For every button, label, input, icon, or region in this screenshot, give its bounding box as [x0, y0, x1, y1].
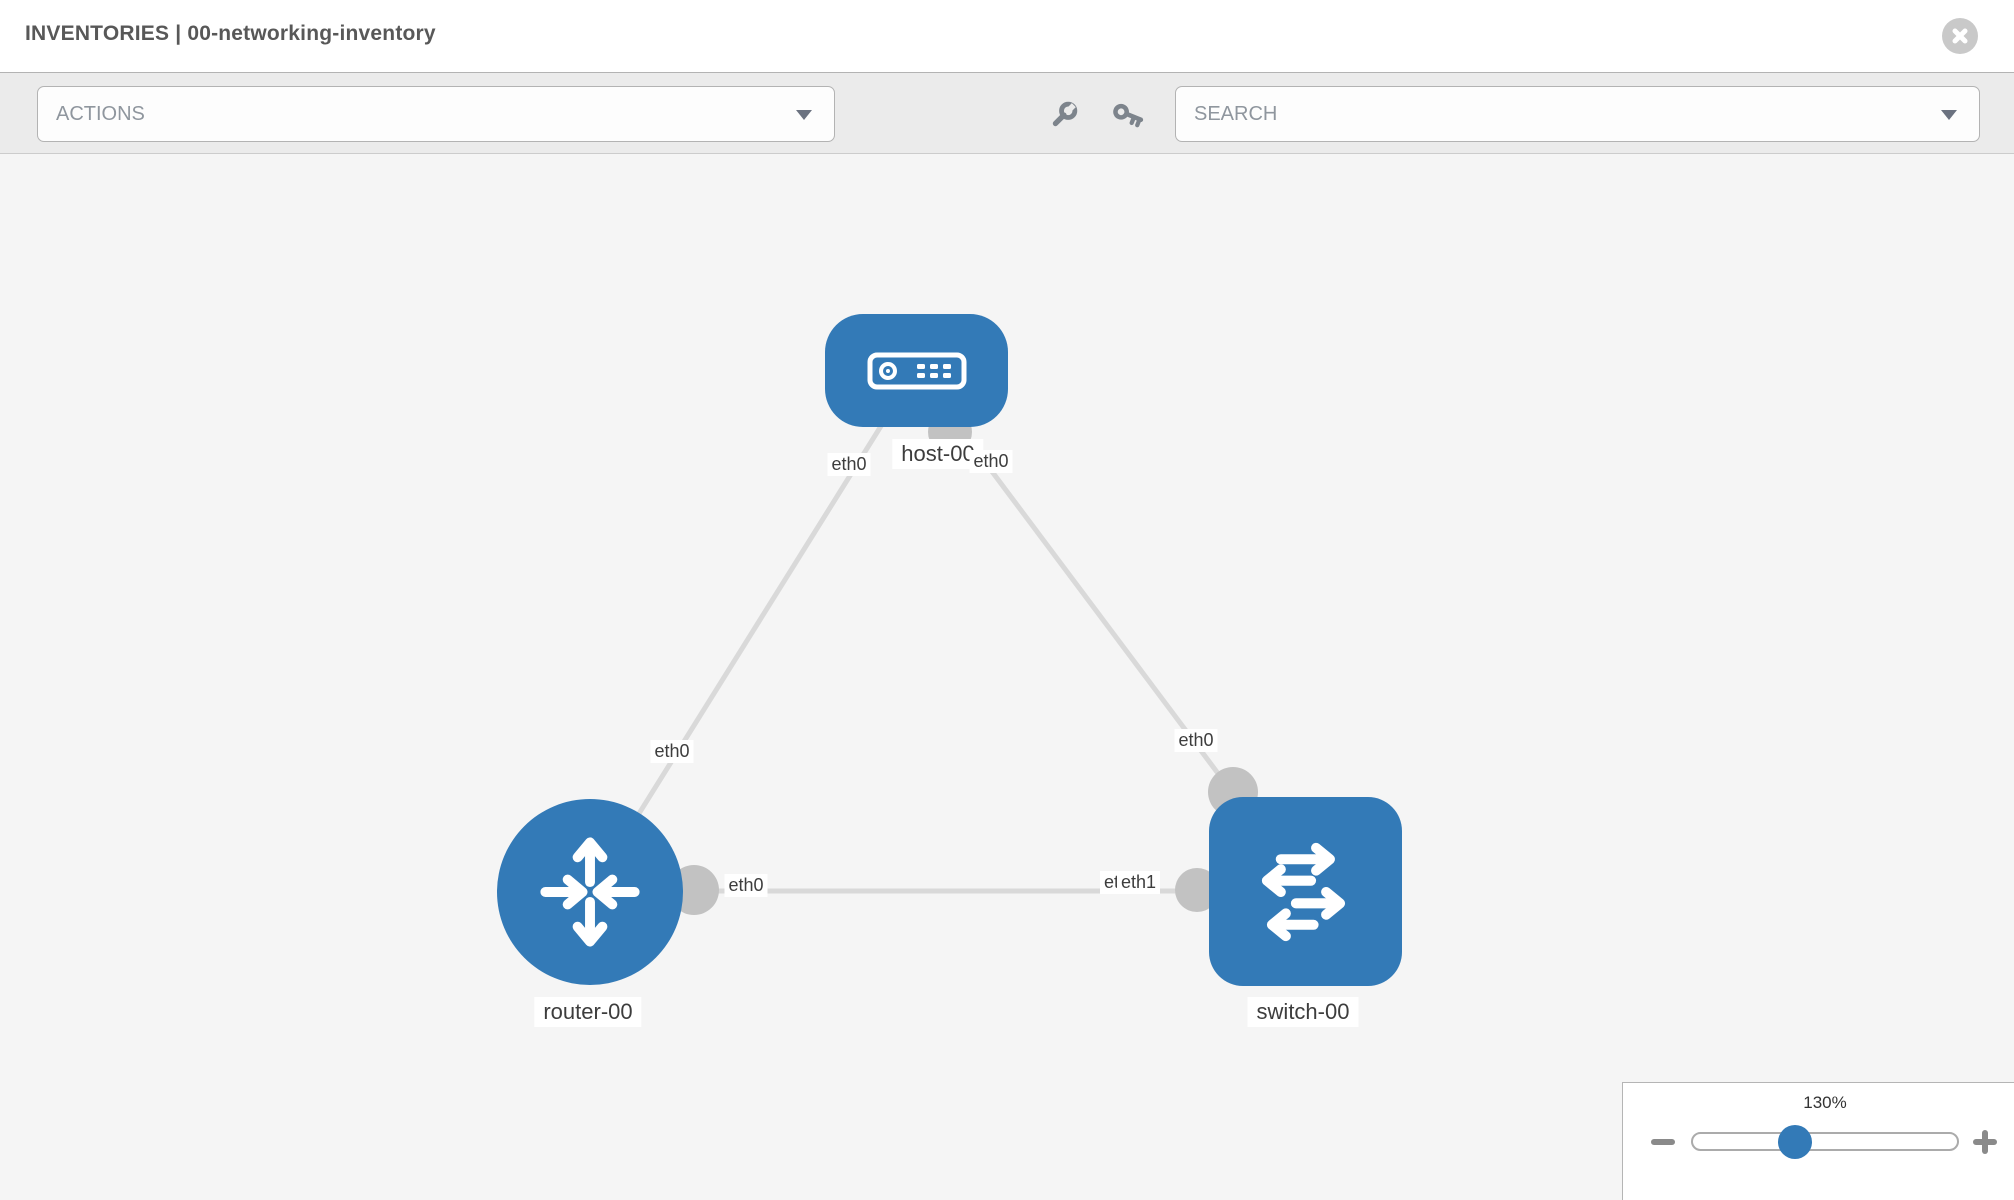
zoom-out-button[interactable] — [1651, 1139, 1675, 1145]
interface-label-switch-eth1-left: eth1 — [1117, 871, 1161, 894]
interface-label-router-eth0-right: eth0 — [724, 874, 768, 897]
toolbar: ACTIONS SEARCH — [0, 72, 2014, 154]
node-switch-00[interactable] — [1209, 797, 1402, 986]
plus-icon — [1982, 1130, 1988, 1154]
zoom-level-value: 130% — [1803, 1093, 1847, 1112]
node-label-host-00: host-00 — [892, 439, 984, 469]
host-icon — [867, 352, 966, 389]
search-placeholder: SEARCH — [1194, 103, 1278, 125]
zoom-slider-thumb[interactable] — [1778, 1125, 1812, 1159]
actions-dropdown[interactable]: ACTIONS — [37, 86, 835, 142]
actions-dropdown-label: ACTIONS — [56, 103, 145, 125]
interface-label-host-eth0-right: eth0 — [969, 450, 1013, 473]
port-switch-left[interactable] — [1175, 868, 1219, 912]
interface-label-switch-eth0-top: eth0 — [1174, 729, 1218, 752]
close-button[interactable] — [1942, 18, 1978, 54]
node-label-switch-00: switch-00 — [1247, 997, 1359, 1027]
zoom-slider-track[interactable] — [1691, 1132, 1959, 1151]
header: INVENTORIES | 00-networking-inventory — [0, 0, 2014, 72]
node-router-00[interactable] — [497, 799, 683, 985]
links-layer — [587, 368, 1309, 915]
search-dropdown[interactable]: SEARCH — [1175, 86, 1980, 142]
interface-label-router-eth0-top: eth0 — [650, 740, 694, 763]
close-icon — [1952, 28, 1968, 44]
node-host-00[interactable] — [825, 314, 1008, 427]
router-icon — [540, 837, 640, 947]
wrench-icon[interactable] — [1047, 100, 1079, 132]
key-icon[interactable] — [1112, 100, 1144, 132]
interface-label-host-eth0-left: eth0 — [827, 453, 871, 476]
node-label-router-00: router-00 — [534, 997, 642, 1027]
switch-icon — [1261, 842, 1345, 941]
chevron-down-icon — [796, 110, 812, 120]
zoom-in-button[interactable] — [1973, 1130, 1997, 1154]
chevron-down-icon — [1941, 110, 1957, 120]
topology-canvas[interactable]: host-00 router-00 switch-00 eth0 eth0 et… — [0, 154, 2014, 1200]
page-title: INVENTORIES | 00-networking-inventory — [25, 22, 436, 45]
zoom-control-panel: 130% — [1622, 1082, 2014, 1200]
